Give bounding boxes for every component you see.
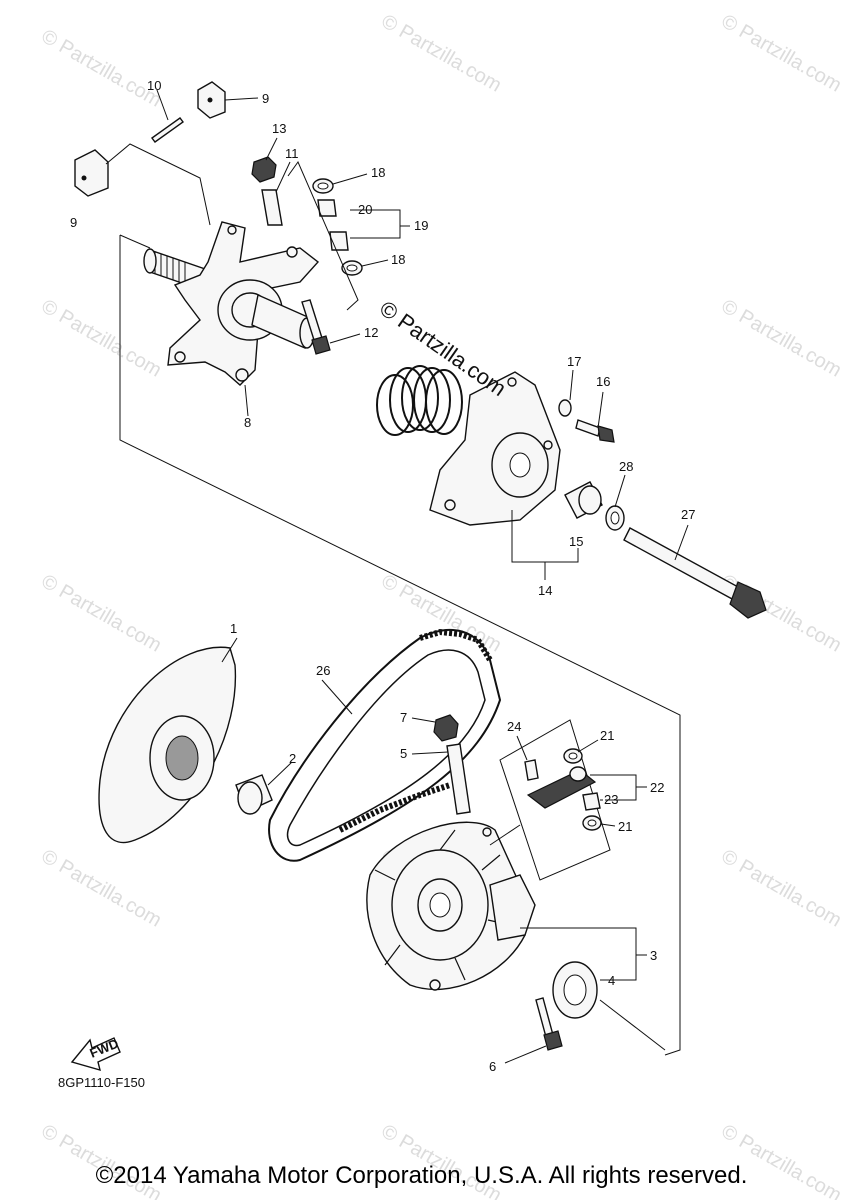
callout-labels: 10 9 9 13 11 18 20 19 18 12 8 17 16 28 2…: [70, 78, 695, 1074]
nut-7: [433, 714, 459, 742]
bolt-16: [575, 419, 601, 437]
callout-21: 21: [600, 728, 614, 743]
callout-26: 26: [316, 663, 330, 678]
callout-19: 19: [414, 218, 428, 233]
callout-21: 21: [618, 819, 632, 834]
callout-24: 24: [507, 719, 521, 734]
drive-belt: [268, 628, 502, 862]
nut-13: [251, 156, 277, 183]
watermark-text: © Partzilla.com: [718, 845, 843, 931]
callout-10: 10: [147, 78, 161, 93]
bolt-6: [535, 997, 554, 1038]
watermark-text: © Partzilla.com: [718, 10, 843, 96]
secondary-sheave: [366, 821, 536, 991]
callout-3: 3: [650, 948, 657, 963]
watermark-text: © Partzilla.com: [718, 570, 843, 656]
callout-15: 15: [569, 534, 583, 549]
watermark-text: © Partzilla.com: [38, 25, 166, 111]
watermark-text: © Partzilla.com: [378, 570, 506, 656]
watermark-text: © Partzilla.com: [38, 295, 166, 381]
watermark-text: © Partzilla.com: [38, 845, 166, 931]
callout-1: 1: [230, 621, 237, 636]
copyright-notice: ©2014 Yamaha Motor Corporation, U.S.A. A…: [95, 1162, 748, 1189]
callout-18: 18: [391, 252, 405, 267]
callout-17: 17: [567, 354, 581, 369]
callout-23: 23: [604, 792, 618, 807]
bolt-27: [623, 527, 741, 601]
watermark-layer: © Partzilla.com © Partzilla.com © Partzi…: [38, 10, 843, 1200]
watermark-text: © Partzilla.com: [38, 570, 166, 656]
center-watermark: © Partzilla.com: [375, 296, 511, 402]
callout-12: 12: [364, 325, 378, 340]
bracket-21-24: [499, 719, 611, 881]
callout-28: 28: [619, 459, 633, 474]
collar-11: [261, 189, 283, 226]
assembly-outline: [119, 234, 151, 249]
callout-11: 11: [285, 146, 299, 161]
callout-14: 14: [538, 583, 552, 598]
callout-16: 16: [596, 374, 610, 389]
collar-23: [582, 792, 601, 811]
bracket-18-20: [287, 160, 359, 311]
fwd-arrow-icon: FWD: [70, 1036, 121, 1072]
watermark-text: © Partzilla.com: [378, 10, 506, 96]
callout-4: 4: [608, 973, 615, 988]
callout-5: 5: [400, 746, 407, 761]
callout-9: 9: [262, 91, 269, 106]
callout-6: 6: [489, 1059, 496, 1074]
callout-9: 9: [70, 215, 77, 230]
watermark-text: © Partzilla.com: [718, 295, 843, 381]
weight-9-left: [74, 149, 109, 197]
movable-sheave: [143, 221, 320, 386]
figure-code: 8GP1110-F150: [58, 1075, 145, 1090]
washer-17: [558, 399, 572, 417]
callout-13: 13: [272, 121, 286, 136]
fixed-sheave: [98, 646, 237, 844]
callout-20: 20: [358, 202, 372, 217]
spring: [376, 365, 463, 436]
spring-cover: [429, 371, 561, 526]
callout-27: 27: [681, 507, 695, 522]
pin-10: [151, 117, 184, 143]
pin-24: [524, 759, 539, 781]
collar-5: [446, 743, 471, 815]
callout-2: 2: [289, 751, 296, 766]
callout-22: 22: [650, 780, 664, 795]
callout-8: 8: [244, 415, 251, 430]
callout-18: 18: [371, 165, 385, 180]
assembly-outline: [119, 235, 681, 1056]
callout-7: 7: [400, 710, 407, 725]
